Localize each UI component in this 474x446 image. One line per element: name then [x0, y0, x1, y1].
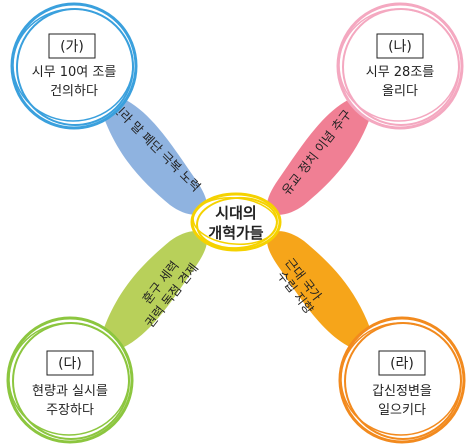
node-ra-line2: 일으키다: [378, 403, 426, 418]
petal-orange: [267, 231, 378, 354]
node-ga: (가) 시무 10여 조를 건의하다: [10, 2, 138, 130]
node-da-line1: 현량과 실시를: [32, 384, 108, 399]
node-ga-line1: 시무 10여 조를: [32, 65, 117, 80]
node-ra: (라) 갑신정변을 일으키다: [338, 316, 466, 444]
node-ga-label: (가): [60, 39, 84, 55]
petal-blue: [96, 92, 207, 215]
node-na: (나) 시무 28조를 올리다: [336, 2, 464, 130]
node-da: (다) 현량과 실시를 주장하다: [6, 316, 134, 444]
node-da-label: (다): [58, 356, 82, 372]
petal-green: [96, 231, 207, 354]
node-na-label: (나): [388, 39, 412, 55]
node-ga-line2: 건의하다: [50, 84, 98, 99]
node-na-line2: 올리다: [382, 84, 418, 99]
node-na-line1: 시무 28조를: [366, 65, 435, 80]
petal-pink: [267, 92, 378, 215]
center-node: 시대의 개혁가들: [190, 192, 282, 252]
node-ra-label: (라): [390, 356, 414, 372]
center-title-line2: 개혁가들: [208, 224, 263, 242]
node-ra-line1: 갑신정변을: [372, 384, 432, 399]
node-da-line2: 주장하다: [46, 403, 94, 418]
center-title-line1: 시대의: [215, 204, 256, 222]
